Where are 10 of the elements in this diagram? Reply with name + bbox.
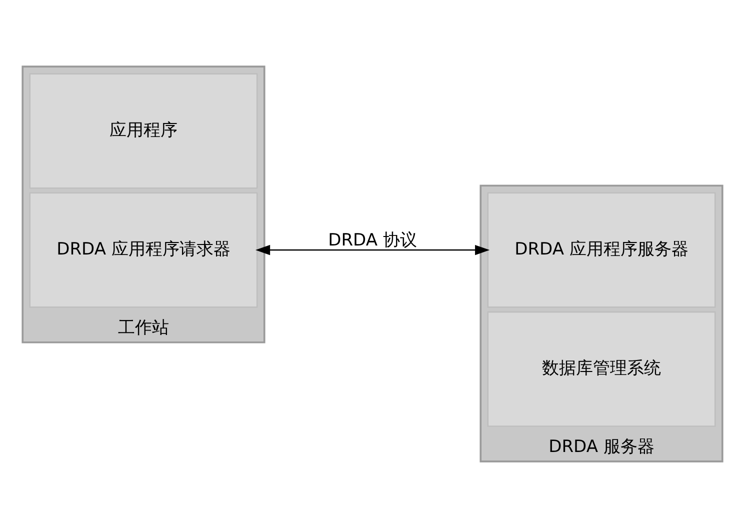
node-box: 应用程序 [29, 72, 258, 188]
cluster [22, 65, 266, 343]
cluster [480, 184, 724, 462]
arrow [256, 244, 490, 255]
node-label: DRDA 服务器 [548, 436, 654, 456]
node-box: DRDA 应用程序服务器 [487, 192, 716, 308]
node-box: DRDA 应用程序请求器 [29, 192, 258, 308]
node-box: 数据库管理系统 [487, 310, 716, 426]
edge-label: DRDA 协议 [328, 230, 417, 250]
node-label: 工作站 [118, 317, 169, 338]
